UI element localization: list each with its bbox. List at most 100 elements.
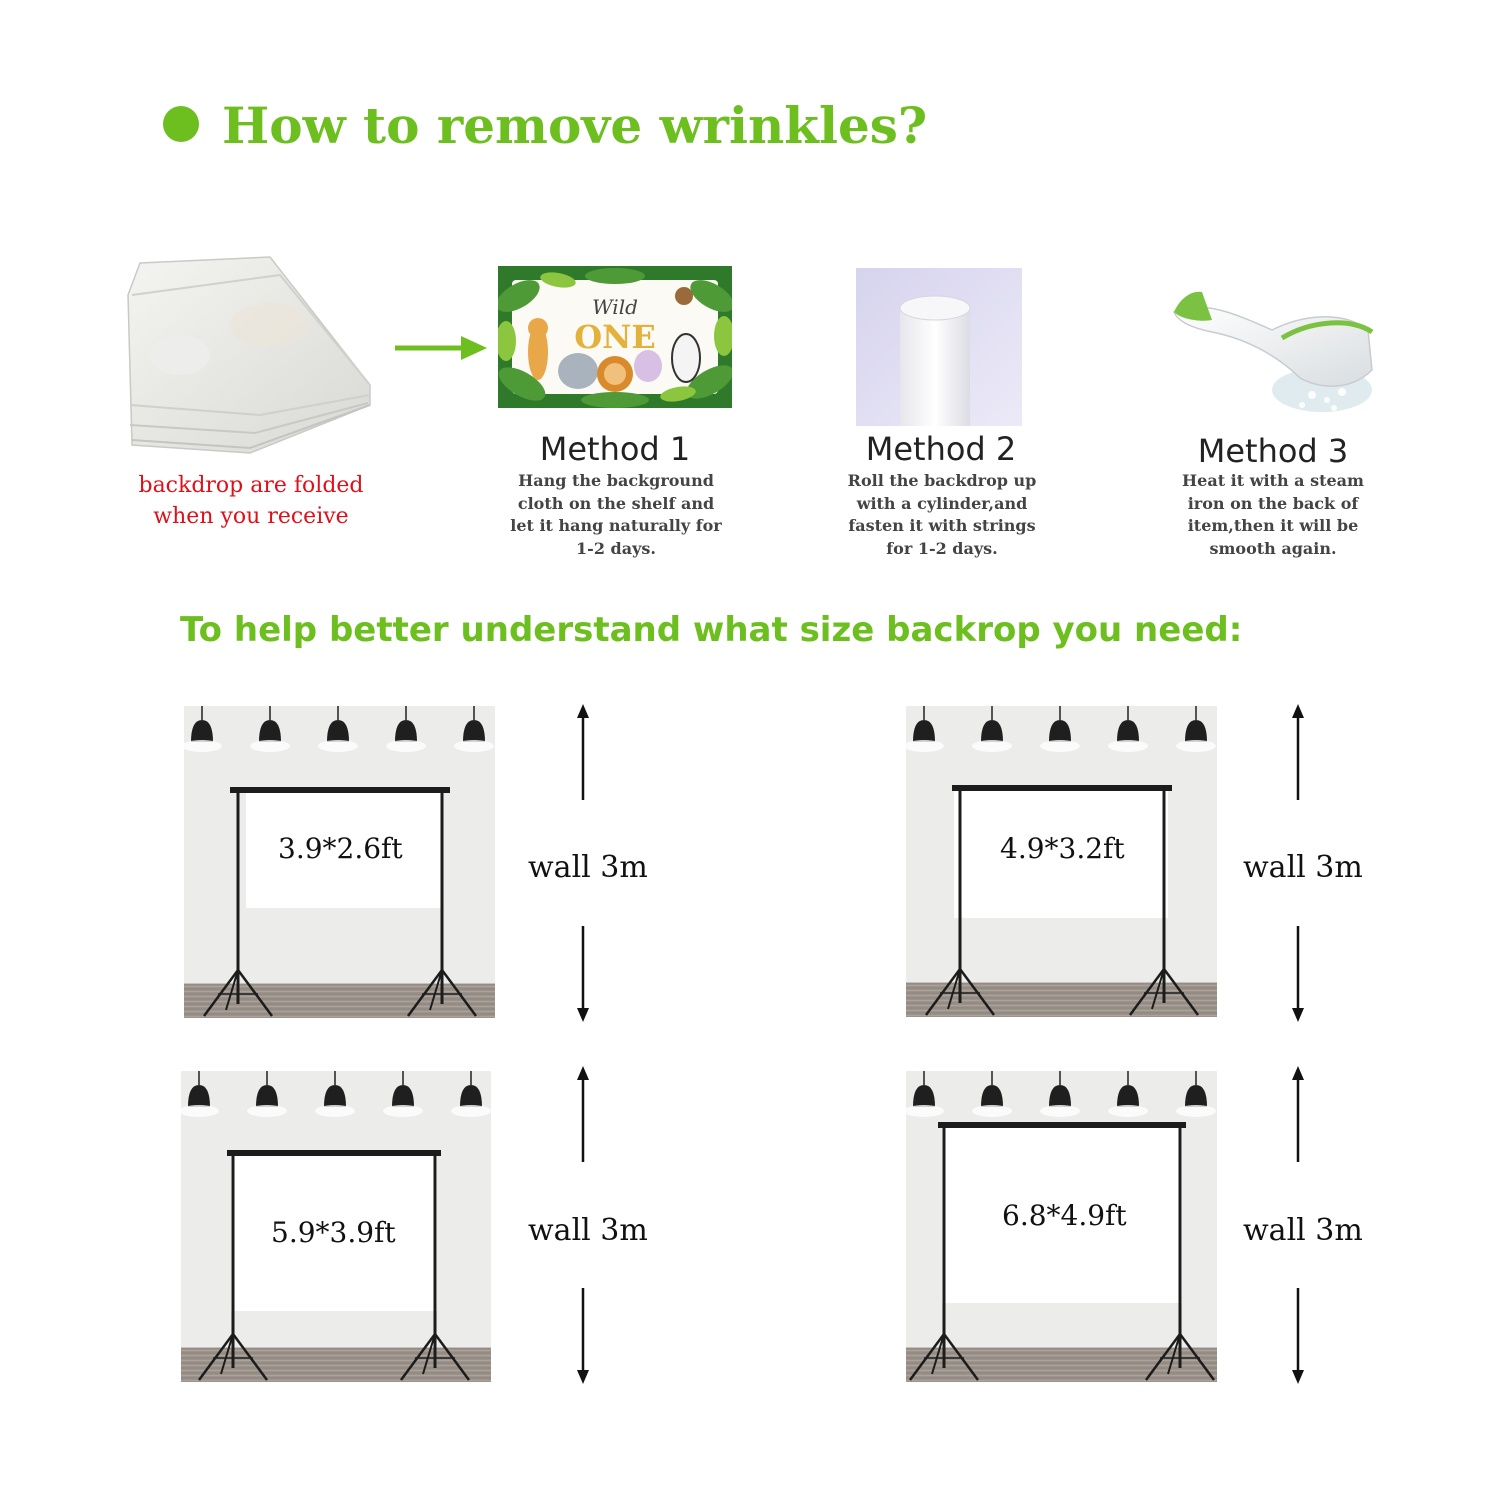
arrow-up-icon [577,1066,589,1162]
stand-leg [924,968,962,1016]
stand-leg [429,969,443,1011]
lamp-glow [315,1105,355,1117]
size-label: 3.9*2.6ft [278,832,403,865]
arrow-down-icon [577,1288,589,1384]
lamp-icon [259,720,281,742]
wall-height-label: wall 3m [1243,850,1363,885]
method3-desc-line: iron on the back of [1187,493,1359,513]
method2-desc-line: for 1-2 days. [886,538,998,558]
crossbar [227,1150,441,1156]
arrow-down-icon [1292,926,1304,1022]
stand-leg [908,1333,946,1381]
lamp-icon [324,1085,346,1107]
method1-description: Hang the background cloth on the shelf a… [505,470,727,560]
size-panel: 5.9*3.9ft [181,1071,491,1382]
lamp-glow [1176,740,1216,752]
lamp-glow [1040,1105,1080,1117]
lamp-icon [1049,720,1071,742]
stand-leg [1151,968,1165,1010]
arrow-down-icon [1292,1288,1304,1384]
studio-scene-image [181,1071,491,1382]
method1-desc-line: Hang the background [518,471,714,490]
crossbar [230,787,450,793]
lamp-icon [1185,720,1207,742]
size-panel: 3.9*2.6ft [184,706,495,1018]
size-label: 5.9*3.9ft [271,1216,396,1249]
stand-leg [1162,968,1200,1016]
method2-title: Method 2 [865,430,1017,468]
lamp-icon [191,720,213,742]
lamp-icon [913,720,935,742]
sample-line1: Wild [592,295,638,319]
wall-height-label: wall 3m [1243,1213,1363,1248]
folded-caption-line1: backdrop are folded [138,473,364,498]
wall-height-label: wall 3m [528,1213,648,1248]
lamp-icon [188,1085,210,1107]
bullet-dot [163,106,199,142]
stand-leg [231,1333,269,1381]
folded-caption-line2: when you receive [153,504,349,529]
lamp-glow [1176,1105,1216,1117]
lamp-glow [454,740,494,752]
arrow-up-icon [577,704,589,800]
lamp-icon [256,1085,278,1107]
lamp-icon [981,720,1003,742]
method2-description: Roll the backdrop up with a cylinder,and… [826,470,1058,560]
lamp-glow [181,1105,219,1117]
lamp-icon [1049,1085,1071,1107]
lamp-glow [1108,1105,1148,1117]
lamp-glow [386,740,426,752]
stand-leg [406,969,444,1017]
lamp-glow [318,740,358,752]
rolled-backdrop-image [856,268,1022,426]
method1-desc-line: cloth on the shelf and [517,493,715,513]
stand-leg [399,1333,437,1381]
backdrop-sheet [954,788,1168,918]
backdrop-sheet [231,1155,437,1311]
lamp-icon [392,1085,414,1107]
stand-leg [942,1333,980,1381]
size-label: 4.9*3.2ft [1000,832,1125,865]
lamp-glow [451,1105,491,1117]
lamp-glow [184,740,222,752]
method3-desc-line: Heat it with a steam [1182,471,1364,490]
stand-leg [1144,1333,1182,1381]
stand-leg [433,1333,471,1381]
size-panel: 6.8*4.9ft [906,1071,1217,1382]
method1-desc-line: let it hang naturally for [510,516,722,536]
steam-iron-image [1173,291,1374,412]
lamp-glow [972,1105,1012,1117]
arrow-right-icon [395,336,487,360]
lamp-glow [383,1105,423,1117]
size-panel: 4.9*3.2ft [906,706,1217,1017]
lamp-glow [247,1105,287,1117]
folded-backdrop-image [127,256,371,454]
lamp-icon [1117,1085,1139,1107]
crossbar [938,1122,1186,1128]
wall-height-label: wall 3m [528,850,648,885]
stand-leg [202,969,240,1017]
lamp-icon [913,1085,935,1107]
studio-scene-image [906,706,1217,1017]
stand-leg [1128,968,1166,1016]
backdrop-sheet [942,1127,1182,1303]
stand-leg [947,968,961,1010]
method3-desc-line: smooth again. [1209,538,1337,558]
lamp-icon [981,1085,1003,1107]
lamp-icon [1117,720,1139,742]
lamp-icon [460,1085,482,1107]
method2-desc-line: fasten it with strings [848,516,1036,536]
lamp-icon [327,720,349,742]
lamp-glow [1108,740,1148,752]
stand-leg [220,1333,234,1375]
stand-leg [422,1333,436,1375]
lamp-glow [1040,740,1080,752]
method3-desc-line: item,then it will be [1187,516,1359,536]
lamp-glow [906,1105,944,1117]
lamp-glow [250,740,290,752]
lamp-glow [972,740,1012,752]
arrow-down-icon [577,926,589,1022]
studio-scene-image [184,706,495,1018]
section-title-size-guide: To help better understand what size back… [180,610,1243,650]
size-label: 6.8*4.9ft [1002,1199,1127,1232]
